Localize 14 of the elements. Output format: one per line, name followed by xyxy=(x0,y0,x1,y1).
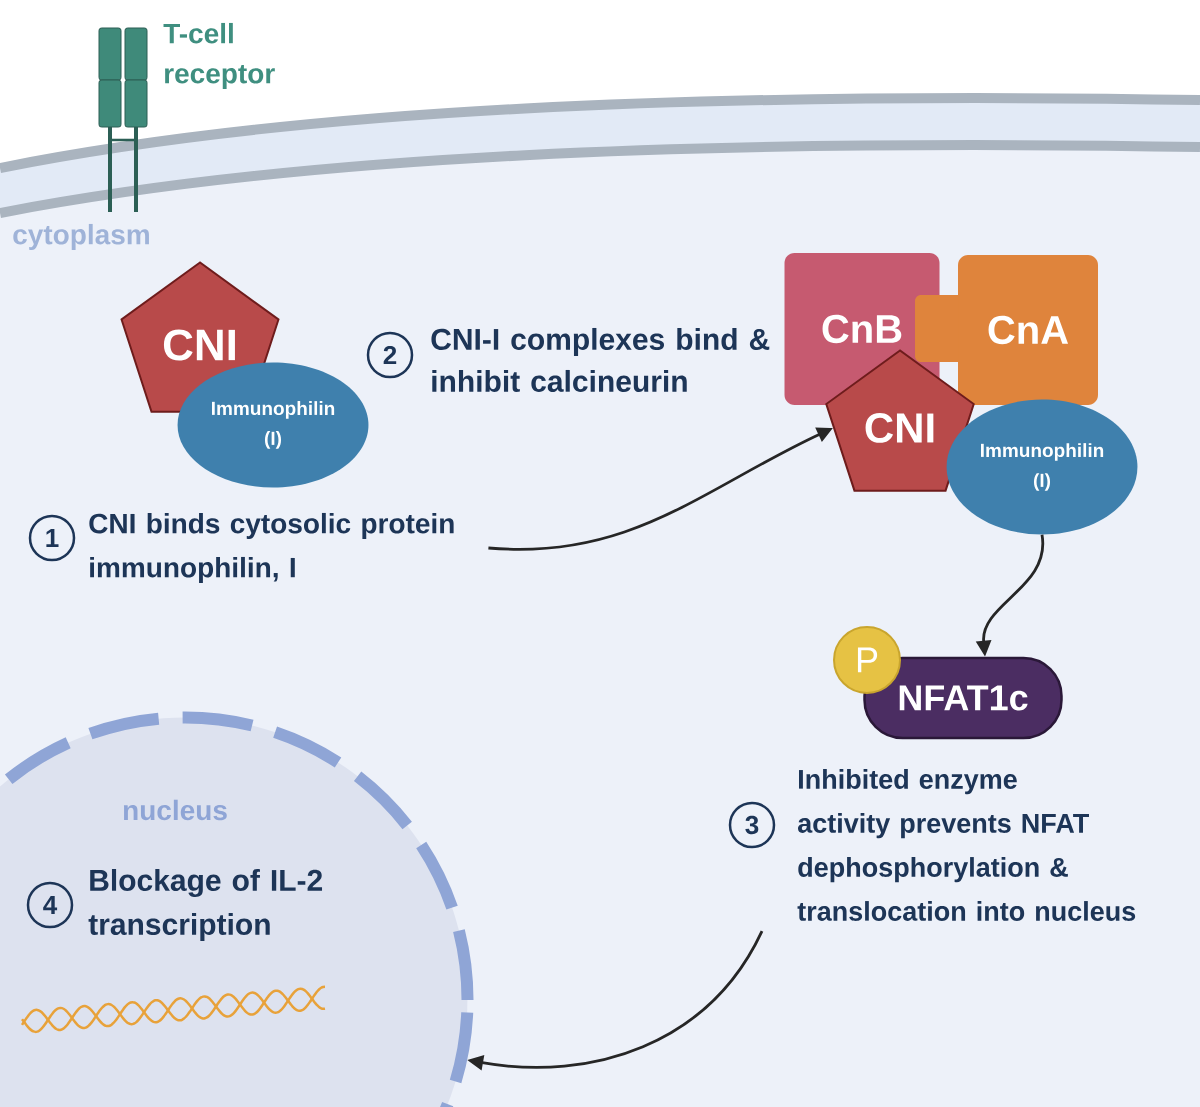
immunophilin-blob: Immunophilin (I) xyxy=(946,399,1138,535)
step-text: CNI binds cytosolic protein immunophilin, I xyxy=(89,512,454,583)
step-number: 1 xyxy=(28,514,76,562)
receptor-label: T-cell receptor xyxy=(163,22,275,89)
step-number: 3 xyxy=(728,801,776,849)
compartment-label: cytoplasm xyxy=(13,223,149,250)
step-text: CNI-I complexes bind & inhibit calcineurin xyxy=(431,327,770,392)
immunophilin-blob: Immunophilin (I) xyxy=(177,362,369,488)
subunit-box: CnA xyxy=(915,255,1098,405)
step-text: Blockage of IL-2 transcription xyxy=(88,869,322,941)
step-text: Inhibited enzyme activity prevents NFAT dephosphorylation & translocation into nucleus xyxy=(797,769,1136,921)
step-number: 4 xyxy=(26,881,74,929)
pentagon: CNI xyxy=(825,349,975,492)
step-number: 2 xyxy=(366,331,414,379)
